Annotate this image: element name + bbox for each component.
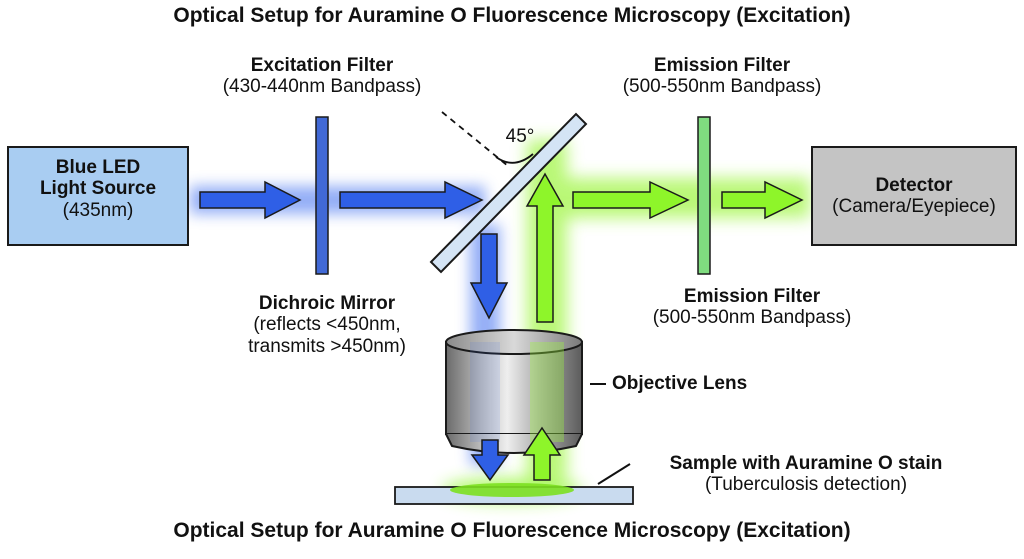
excitation-filter-name: Excitation Filter	[250, 55, 394, 76]
emission-filter-top-spec: (500-550nm Bandpass)	[622, 76, 822, 98]
light-source-box	[7, 146, 189, 246]
emission-filter-top-name: Emission Filter	[653, 55, 791, 76]
excitation-filter-spec: (430-440nm Bandpass)	[222, 76, 422, 98]
green-arrow-sample-up	[522, 426, 562, 481]
green-arrow-through-mirror	[525, 172, 565, 323]
green-arrow-to-detector	[721, 180, 804, 220]
detector-sub: (Camera/Eyepiece)	[832, 196, 996, 218]
blue-arrow-to-sample	[470, 439, 510, 482]
dichroic-mirror-plate	[429, 112, 588, 274]
angle-arc	[495, 153, 534, 164]
emission-filter-plate	[697, 116, 711, 275]
sample-label: Sample with Auramine O stain (Tuberculos…	[636, 453, 976, 496]
emission-filter-bottom-spec: (500-550nm Bandpass)	[652, 307, 852, 329]
emission-filter-label-bottom: Emission Filter (500-550nm Bandpass)	[602, 286, 902, 329]
light-source-line1: Blue LED	[55, 157, 141, 178]
dichroic-mirror-label: Dichroic Mirror (reflects <450nm, transm…	[222, 293, 432, 357]
detector-label: Detector (Camera/Eyepiece)	[812, 175, 1016, 218]
blue-arrow-source-to-filter	[199, 180, 302, 220]
blue-arrow-mirror-down	[469, 233, 509, 320]
detector-name: Detector	[875, 175, 953, 196]
sample-name: Sample with Auramine O stain	[669, 453, 943, 474]
dichroic-mirror-name: Dichroic Mirror	[258, 293, 396, 314]
angle-label: 45°	[505, 126, 535, 147]
dichroic-mirror-line3: transmits >450nm)	[248, 335, 406, 357]
green-arrow-to-emission-filter	[572, 180, 690, 220]
diagram-title-top: Optical Setup for Auramine O Fluorescenc…	[173, 4, 851, 27]
sample-leader-line	[597, 463, 631, 485]
light-source-wavelength: (435nm)	[62, 199, 134, 221]
excitation-filter-plate	[315, 116, 329, 275]
detector-box	[811, 146, 1017, 246]
light-source-label: Blue LED Light Source (435nm)	[8, 157, 188, 221]
dichroic-mirror-line2: (reflects <450nm,	[253, 314, 401, 336]
objective-lens-label: Objective Lens	[612, 373, 748, 394]
diagram-title-bottom: Optical Setup for Auramine O Fluorescenc…	[173, 519, 851, 542]
light-source-line2: Light Source	[39, 178, 157, 200]
emission-filter-label-top: Emission Filter (500-550nm Bandpass)	[572, 55, 872, 98]
stained-sample-spot	[450, 483, 574, 497]
emission-filter-bottom-name: Emission Filter	[683, 286, 821, 307]
blue-arrow-filter-to-mirror	[339, 180, 484, 220]
excitation-filter-label: Excitation Filter (430-440nm Bandpass)	[172, 55, 472, 98]
objective-lens-body	[445, 329, 583, 454]
sample-sub: (Tuberculosis detection)	[704, 474, 908, 496]
